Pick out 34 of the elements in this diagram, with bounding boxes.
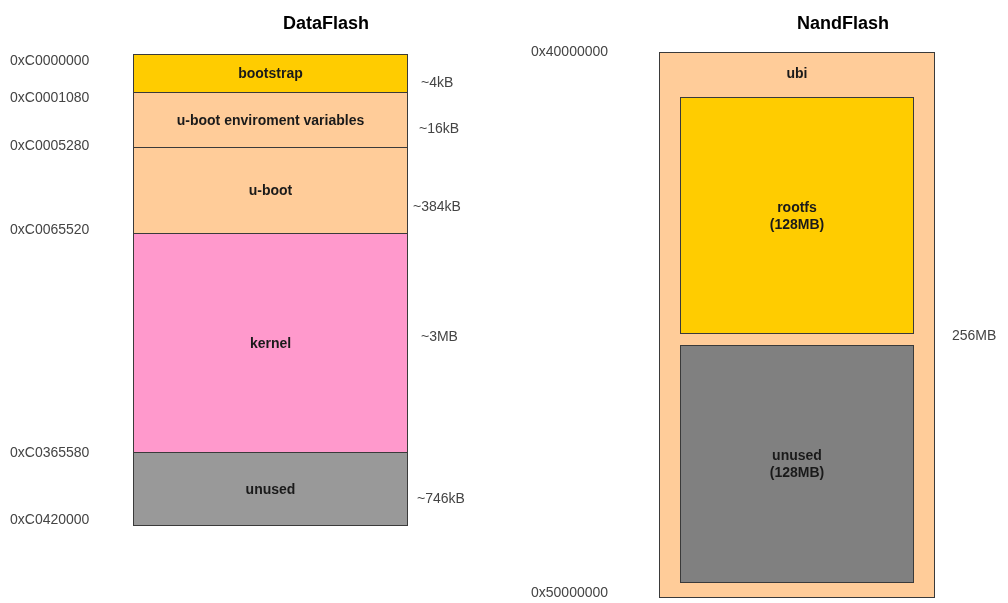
size-label: ~4kB <box>421 74 454 90</box>
region-label: rootfs <box>777 198 817 216</box>
memory-region <box>133 233 408 453</box>
size-label: (128MB) <box>769 215 825 233</box>
address-label: 0xC0000000 <box>10 52 90 68</box>
memory-region <box>680 97 914 334</box>
memory-region <box>680 345 914 583</box>
memory-region <box>133 92 408 148</box>
region-label: u-boot enviroment variables <box>176 111 365 129</box>
size-label: ~16kB <box>419 120 460 136</box>
region-label: unused <box>772 447 822 464</box>
column-title: DataFlash <box>283 13 370 33</box>
memory-region <box>133 54 408 93</box>
size-label: (128MB) <box>769 464 825 481</box>
region-label: kernel <box>249 334 292 352</box>
region-label: bootstrap <box>238 65 303 82</box>
address-label: 0xC0001080 <box>10 89 90 105</box>
address-label: 0xC0420000 <box>10 511 90 527</box>
column-title: NandFlash <box>797 13 889 33</box>
region-label: ubi <box>786 65 808 82</box>
memory-region <box>133 452 408 526</box>
size-label: ~3MB <box>421 328 458 344</box>
address-label: 0x40000000 <box>531 43 609 59</box>
address-label: 0xC0365580 <box>10 444 90 460</box>
memory-region <box>133 147 408 234</box>
address-label: 0xC0065520 <box>10 221 90 237</box>
memory-region <box>659 52 935 598</box>
address-label: 0xC0005280 <box>10 137 90 153</box>
size-label: ~384kB <box>413 198 461 214</box>
address-label: 0x50000000 <box>531 584 609 600</box>
region-label: u-boot <box>248 182 293 199</box>
size-label: ~746kB <box>417 490 465 506</box>
size-label: 256MB <box>952 327 997 343</box>
region-label: unused <box>245 480 296 498</box>
